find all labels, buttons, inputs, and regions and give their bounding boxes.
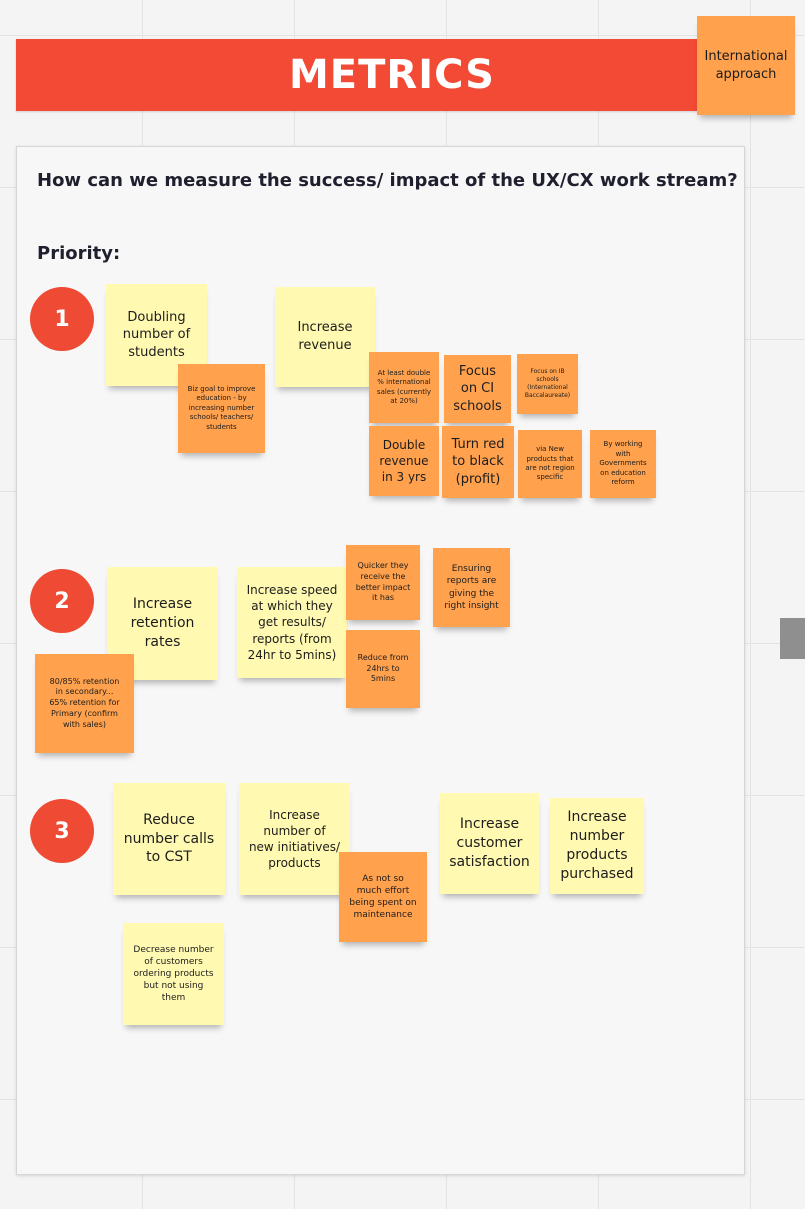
sticky-ensuring-reports[interactable]: Ensuring reports are giving the right in… (433, 548, 510, 627)
sticky-quicker[interactable]: Quicker they receive the better impact i… (346, 545, 420, 620)
sticky-double-revenue[interactable]: Double revenue in 3 yrs (369, 426, 439, 496)
sticky-text: via New products that are not region spe… (525, 445, 575, 482)
sticky-text: Increase customer satisfaction (449, 816, 530, 870)
sticky-products-purchased[interactable]: Increase number products purchased (550, 798, 644, 894)
sticky-red-to-black[interactable]: Turn red to black (profit) (442, 426, 514, 498)
sticky-reduce-24hrs[interactable]: Reduce from 24hrs to 5mins (346, 630, 420, 708)
sticky-text: Reduce from 24hrs to 5mins (357, 652, 409, 684)
sticky-text: 80/85% retention in secondary... 65% ret… (49, 676, 120, 729)
sticky-text: Double revenue in 3 yrs (379, 437, 429, 485)
frame-question: How can we measure the success/ impact o… (37, 170, 738, 191)
sticky-not-so-much-effort[interactable]: As not so much effort being spent on mai… (339, 852, 427, 942)
sticky-text: Increase number products purchased (560, 809, 634, 882)
sticky-doubling-students[interactable]: Doubling number of students (106, 284, 207, 386)
sticky-focus-ci[interactable]: Focus on CI schools (444, 355, 511, 423)
sticky-text: Biz goal to improve education - by incre… (187, 384, 256, 431)
sticky-text: By working with Governments on education… (599, 440, 647, 487)
side-panel-handle[interactable] (780, 618, 805, 659)
sticky-text: Increase retention rates (130, 596, 195, 650)
sticky-reduce-calls[interactable]: Reduce number calls to CST (113, 783, 225, 895)
priority-1-circle[interactable]: 1 (30, 287, 94, 351)
sticky-biz-goal[interactable]: Biz goal to improve education - by incre… (178, 364, 265, 453)
sticky-at-least-double[interactable]: At least double % international sales (c… (369, 352, 439, 423)
sticky-text: Ensuring reports are giving the right in… (444, 564, 499, 611)
sticky-text: Reduce number calls to CST (123, 811, 215, 866)
sticky-retention-stats[interactable]: 80/85% retention in secondary... 65% ret… (35, 654, 134, 753)
sticky-via-new-products[interactable]: via New products that are not region spe… (518, 430, 582, 498)
priority-label: Priority: (37, 243, 121, 264)
sticky-text: Increase speed at which they get results… (246, 583, 338, 662)
sticky-customer-satisfaction[interactable]: Increase customer satisfaction (440, 793, 539, 894)
sticky-text: Decrease number of customers ordering pr… (133, 944, 214, 1004)
banner-title: METRICS (288, 52, 495, 98)
sticky-text: Turn red to black (profit) (451, 436, 505, 487)
sticky-by-working[interactable]: By working with Governments on education… (590, 430, 656, 498)
sticky-text: Focus on IB schools (International Bacca… (524, 367, 571, 400)
sticky-text: Quicker they receive the better impact i… (355, 560, 411, 603)
sticky-increase-speed[interactable]: Increase speed at which they get results… (237, 567, 347, 678)
sticky-international-approach[interactable]: International approach (697, 16, 795, 115)
sticky-text: Increase number of new initiatives/ prod… (248, 807, 341, 871)
sticky-decrease-customers[interactable]: Decrease number of customers ordering pr… (123, 923, 224, 1025)
sticky-text: As not so much effort being spent on mai… (349, 873, 417, 921)
sticky-text: Increase revenue (297, 320, 353, 353)
sticky-increase-revenue[interactable]: Increase revenue (275, 287, 375, 387)
sticky-focus-ib[interactable]: Focus on IB schools (International Bacca… (517, 354, 578, 414)
metrics-banner[interactable]: METRICS (16, 39, 768, 111)
sticky-text: International approach (704, 48, 788, 82)
sticky-text: Doubling number of students (122, 309, 191, 360)
priority-2-circle[interactable]: 2 (30, 569, 94, 633)
sticky-new-initiatives[interactable]: Increase number of new initiatives/ prod… (239, 783, 350, 895)
sticky-text: At least double % international sales (c… (376, 368, 432, 405)
sticky-text: Focus on CI schools (453, 363, 502, 414)
priority-3-circle[interactable]: 3 (30, 799, 94, 863)
